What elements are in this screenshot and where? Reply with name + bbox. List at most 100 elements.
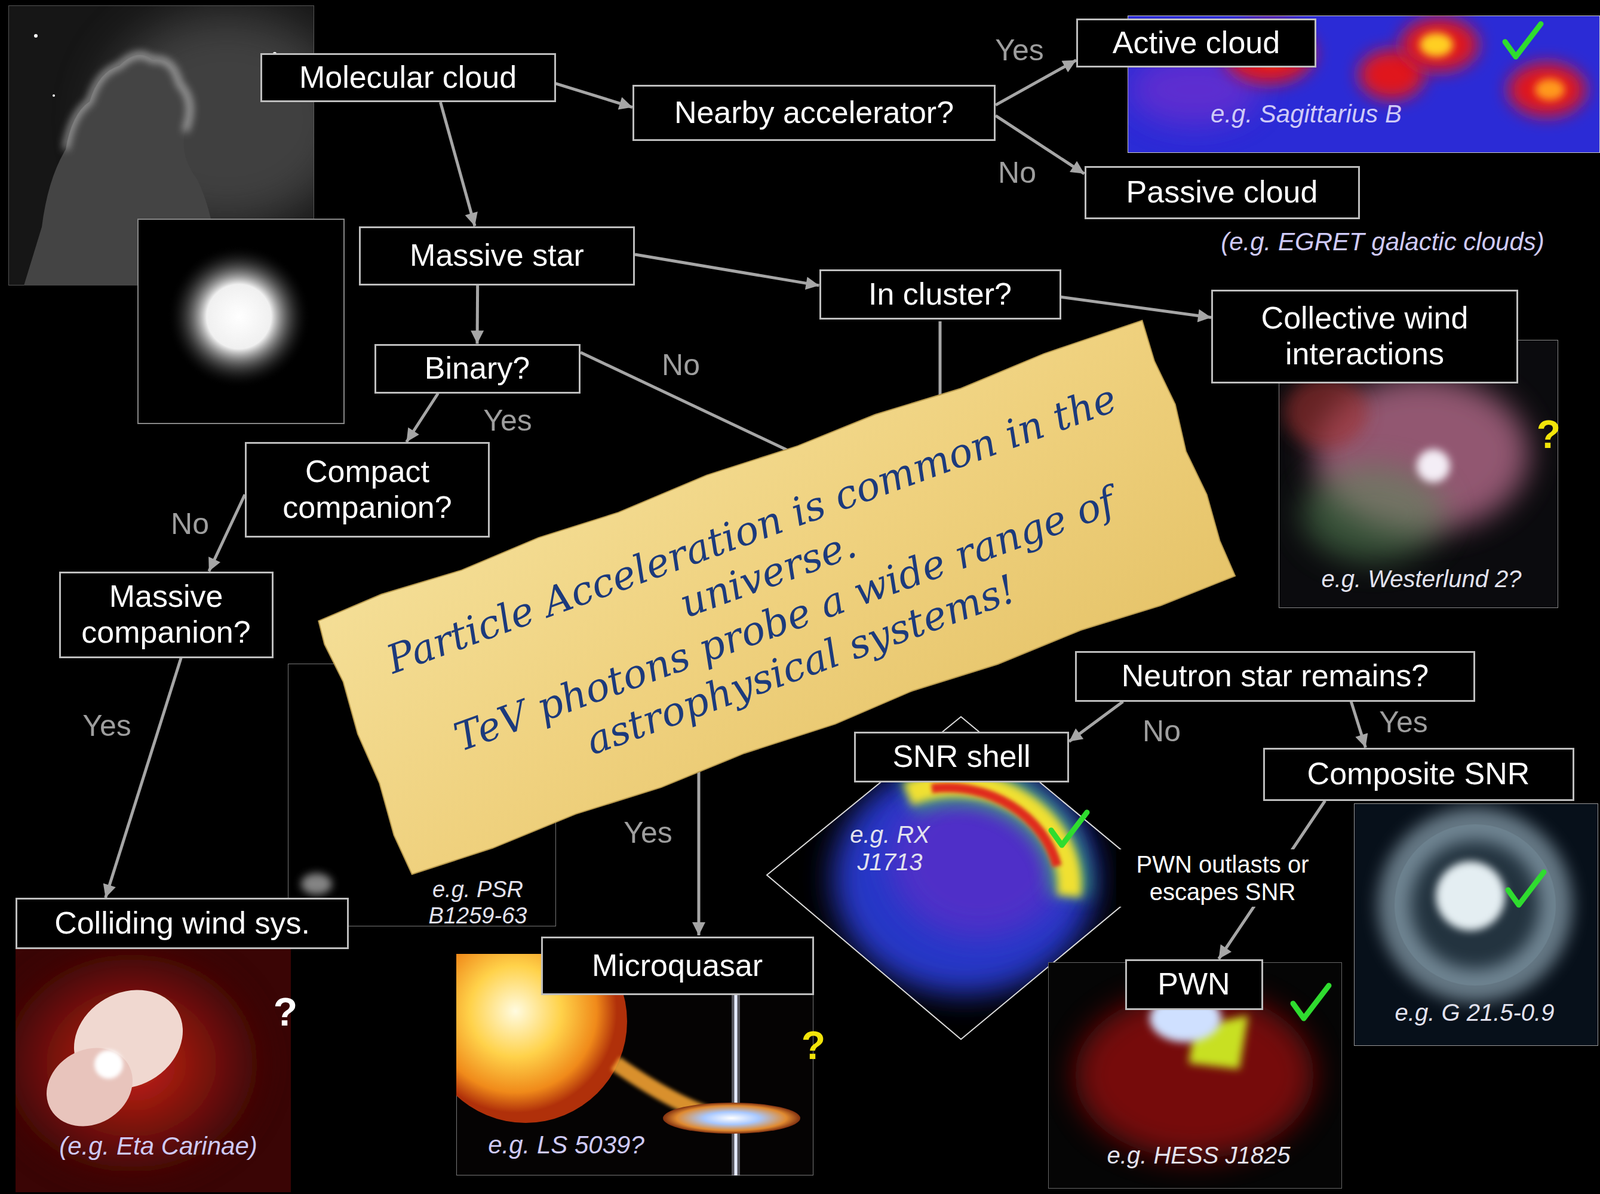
- star-dot: [34, 34, 38, 38]
- star-glow: [167, 244, 311, 389]
- branch-label: Yes: [483, 403, 533, 439]
- connector-arrow: [634, 254, 820, 286]
- connector-arrow: [1061, 296, 1212, 318]
- emission-blob: [1400, 17, 1479, 72]
- check-mark: [1505, 23, 1541, 57]
- box-label: PWN: [1136, 966, 1252, 1003]
- connector-arrow: [1350, 701, 1366, 748]
- nebula-lobe: [32, 1032, 147, 1142]
- image-caption: e.g. LS 5039?: [487, 1130, 645, 1160]
- box-label: Colliding wind sys.: [26, 905, 338, 942]
- box-label: Neutron star remains?: [1086, 658, 1464, 694]
- process-box: SNR shell: [854, 731, 1070, 783]
- remnant-disc: [1394, 824, 1556, 986]
- process-box: Massive companion?: [59, 571, 274, 659]
- composite-snr-image: [1353, 803, 1599, 1046]
- box-label: Compact companion?: [256, 453, 479, 526]
- shell-arc: [907, 784, 1070, 896]
- red-glow: [15, 949, 263, 1177]
- image-frame: [137, 219, 345, 424]
- box-label: Active cloud: [1087, 25, 1305, 61]
- process-box: Microquasar: [541, 936, 815, 995]
- image-caption: e.g. RX J1713: [839, 820, 941, 876]
- box-label: Collective wind interactions: [1222, 300, 1507, 373]
- branch-label: No: [997, 155, 1037, 191]
- source-glow: [301, 873, 333, 895]
- connector-arrow: [105, 658, 181, 899]
- box-label: Composite SNR: [1274, 756, 1563, 792]
- branch-label: No: [1142, 714, 1181, 749]
- box-label: Massive star: [370, 237, 624, 274]
- image-caption: e.g. Sagittarius B: [1210, 99, 1402, 129]
- box-label: SNR shell: [865, 738, 1058, 775]
- process-box: Active cloud: [1076, 18, 1317, 68]
- star-dot: [52, 94, 55, 97]
- box-label: Massive companion?: [70, 578, 263, 651]
- process-box: Passive cloud: [1084, 166, 1360, 220]
- shell-arc: [931, 787, 1058, 866]
- box-label: Molecular cloud: [271, 59, 545, 96]
- nebula-glow: [1301, 465, 1446, 562]
- star-image: [137, 219, 345, 424]
- star-core: [94, 1049, 124, 1079]
- question-mark: ?: [273, 989, 298, 1036]
- question-mark: ?: [1536, 412, 1561, 458]
- pwn-image: [1048, 962, 1342, 1189]
- connector-arrow: [440, 102, 475, 227]
- box-label: Binary?: [385, 350, 570, 387]
- remnant-shell: [1394, 824, 1556, 986]
- branch-label: Yes: [623, 815, 673, 851]
- question-mark: ?: [801, 1023, 826, 1069]
- process-box: Colliding wind sys.: [15, 897, 349, 950]
- process-box: Molecular cloud: [260, 53, 557, 103]
- process-box: Composite SNR: [1263, 747, 1575, 801]
- shell-arc: [907, 784, 1070, 896]
- image-caption: e.g. HESS J1825: [1107, 1141, 1291, 1169]
- branch-label: Yes: [994, 33, 1044, 69]
- jet-glow: [731, 970, 740, 1176]
- process-box: In cluster?: [819, 269, 1062, 320]
- image-caption: e.g. G 21.5-0.9: [1395, 998, 1555, 1027]
- image-frame: [1353, 803, 1599, 1046]
- process-box: Neutron star remains?: [1075, 650, 1476, 702]
- nebula-core: [1435, 861, 1506, 931]
- emission-blob: [1419, 32, 1454, 57]
- image-caption: (e.g. Eta Carinae): [59, 1131, 258, 1161]
- box-label: Nearby accelerator?: [643, 94, 985, 131]
- box-label: In cluster?: [830, 276, 1050, 313]
- connector-arrow: [475, 285, 480, 345]
- cluster-core: [1416, 449, 1451, 483]
- image-frame: [1048, 962, 1342, 1189]
- connectors: [105, 60, 1366, 960]
- branch-label: No: [661, 348, 700, 383]
- process-box: Massive star: [358, 226, 635, 286]
- process-box: Binary?: [374, 344, 581, 394]
- jet: [734, 970, 738, 1176]
- box-label: Microquasar: [552, 947, 803, 984]
- process-box: Nearby accelerator?: [632, 84, 996, 141]
- emission-blob: [1508, 62, 1586, 117]
- image-caption: (e.g. EGRET galactic clouds): [1220, 227, 1545, 257]
- process-box: Collective wind interactions: [1211, 289, 1519, 384]
- pillar-rim: [65, 54, 190, 150]
- microquasar-image: [456, 953, 814, 1176]
- emission-blob: [1534, 78, 1565, 101]
- connector-arrow: [1069, 701, 1123, 742]
- branch-label: No: [170, 507, 210, 542]
- image-caption: e.g. PSR B1259-63: [415, 876, 541, 929]
- eta-carinae-image: [15, 949, 291, 1193]
- branch-label: Yes: [82, 708, 132, 744]
- edge-note: PWN outlasts or escapes SNR: [1116, 849, 1329, 907]
- tev-glow: [1075, 991, 1314, 1159]
- accretion-disk: [662, 1102, 801, 1134]
- connector-arrow: [406, 393, 439, 443]
- connector-arrow: [556, 83, 634, 108]
- check-mark: [1508, 871, 1544, 905]
- process-box: PWN: [1125, 959, 1264, 1010]
- paper-sheet: [314, 316, 1239, 880]
- branch-label: Yes: [1379, 705, 1428, 740]
- nebula-glow: [1284, 376, 1368, 448]
- process-box: Compact companion?: [244, 441, 490, 538]
- check-mark: [1051, 812, 1087, 846]
